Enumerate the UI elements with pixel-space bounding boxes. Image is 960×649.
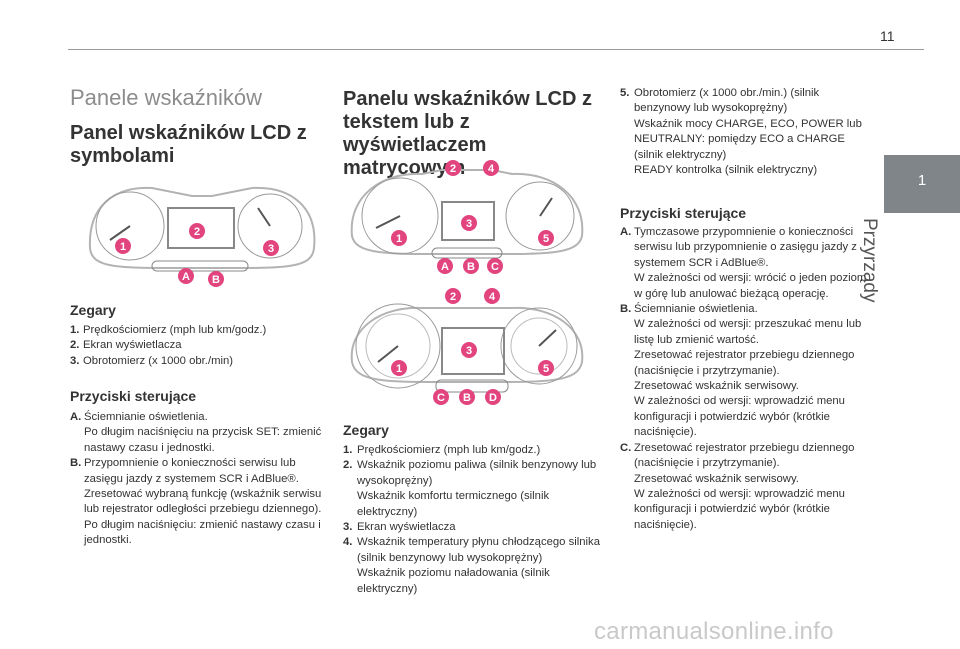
marker-2: 2 xyxy=(189,223,205,239)
svg-text:D: D xyxy=(489,392,497,404)
marker-A: A xyxy=(178,268,194,284)
marker-4: 4 xyxy=(484,288,500,304)
instrument-panel-matrix-figure: 1 2 3 4 5 C B D xyxy=(350,288,584,405)
buttons-heading-3: Przyciski sterujące xyxy=(620,205,747,221)
buttons-heading: Przyciski sterujące xyxy=(70,388,197,404)
marker-B: B xyxy=(459,389,475,405)
buttons-list-3: A.Tymczasowe przypomnienie o koniecznośc… xyxy=(620,225,874,533)
top-rule xyxy=(68,49,924,50)
gauge-item-5: 5.Obrotomierz (x 1000 obr./min.) (silnik… xyxy=(620,86,872,178)
instrument-panel-text-figure: 1 2 3 4 5 A B C xyxy=(350,160,584,274)
chapter-number: 1 xyxy=(917,172,927,189)
marker-2: 2 xyxy=(445,288,461,304)
marker-5: 5 xyxy=(538,360,554,376)
marker-2: 2 xyxy=(445,160,461,176)
chapter-tab[interactable]: 1 xyxy=(884,155,960,213)
marker-1: 1 xyxy=(391,360,407,376)
marker-B: B xyxy=(463,258,479,274)
svg-text:B: B xyxy=(467,261,475,273)
list-item: 2.Ekran wyświetlacza xyxy=(70,339,182,352)
svg-text:5: 5 xyxy=(543,363,549,375)
marker-5: 5 xyxy=(538,230,554,246)
svg-text:1: 1 xyxy=(120,241,126,253)
list-item: 2.Wskaźnik poziomu paliwa (silnik benzyn… xyxy=(343,459,597,518)
section-title: Panele wskaźników xyxy=(70,85,262,110)
list-item: 4.Wskaźnik temperatury płynu chłodzącego… xyxy=(343,536,600,595)
heading-lcd-text: Panelu wskaźników LCD z tekstem lub z wy… xyxy=(343,88,592,179)
buttons-list: A.Ściemnianie oświetlenia. Po długim nac… xyxy=(70,410,322,549)
heading-lcd-symbols: Panel wskaźników LCD z symbolami xyxy=(70,122,307,167)
list-item: 3.Ekran wyświetlacza xyxy=(343,521,456,534)
list-item: C.Zresetować rejestrator przebiegu dzien… xyxy=(620,441,855,531)
svg-text:B: B xyxy=(212,274,220,286)
list-item: A.Ściemnianie oświetlenia. Po długim nac… xyxy=(70,411,322,454)
svg-text:3: 3 xyxy=(466,218,472,230)
marker-1: 1 xyxy=(391,230,407,246)
gauges-list: 1.Prędkościomierz (mph lub km/godz.) 2.E… xyxy=(70,323,320,369)
list-item: 3.Obrotomierz (x 1000 obr./min) xyxy=(70,354,234,367)
watermark: carmanualsonline.info xyxy=(594,618,834,645)
marker-C: C xyxy=(433,389,449,405)
svg-text:1: 1 xyxy=(396,363,402,375)
svg-text:C: C xyxy=(491,261,499,273)
marker-D: D xyxy=(485,389,501,405)
marker-3: 3 xyxy=(461,342,477,358)
svg-text:C: C xyxy=(437,392,445,404)
svg-text:3: 3 xyxy=(268,243,274,255)
svg-text:A: A xyxy=(182,271,190,283)
svg-text:3: 3 xyxy=(466,345,472,357)
svg-text:2: 2 xyxy=(450,291,456,303)
gauges-heading: Zegary xyxy=(70,302,116,318)
marker-A: A xyxy=(437,258,453,274)
svg-text:4: 4 xyxy=(488,163,495,175)
svg-text:1: 1 xyxy=(396,233,402,245)
list-item: 5.Obrotomierz (x 1000 obr./min.) (silnik… xyxy=(620,87,862,177)
svg-text:4: 4 xyxy=(489,291,496,303)
marker-3: 3 xyxy=(461,215,477,231)
gauges-heading-2: Zegary xyxy=(343,422,389,438)
marker-1: 1 xyxy=(115,238,131,254)
svg-text:A: A xyxy=(441,261,449,273)
page-number: 11 xyxy=(880,28,895,44)
instrument-panel-lcd-figure xyxy=(88,186,316,272)
marker-B: B xyxy=(208,271,224,287)
list-item: 1.Prędkościomierz (mph lub km/godz.) xyxy=(70,324,267,336)
figure1-markers: 1 2 3 A B xyxy=(115,223,279,287)
svg-text:2: 2 xyxy=(450,163,456,175)
svg-text:B: B xyxy=(463,392,471,404)
list-item: 1.Prędkościomierz (mph lub km/godz.) xyxy=(343,444,541,456)
marker-3: 3 xyxy=(263,240,279,256)
list-item: A.Tymczasowe przypomnienie o koniecznośc… xyxy=(620,226,867,300)
svg-text:5: 5 xyxy=(543,233,549,245)
gauges-list-2: 1.Prędkościomierz (mph lub km/godz.) 2.W… xyxy=(343,443,605,597)
marker-C: C xyxy=(487,258,503,274)
marker-4: 4 xyxy=(483,160,499,176)
list-item: B.Ściemnianie oświetlenia. W zależności … xyxy=(620,303,862,439)
svg-text:2: 2 xyxy=(194,226,200,238)
list-item: B.Przypomnienie o konieczności serwisu l… xyxy=(70,457,322,547)
